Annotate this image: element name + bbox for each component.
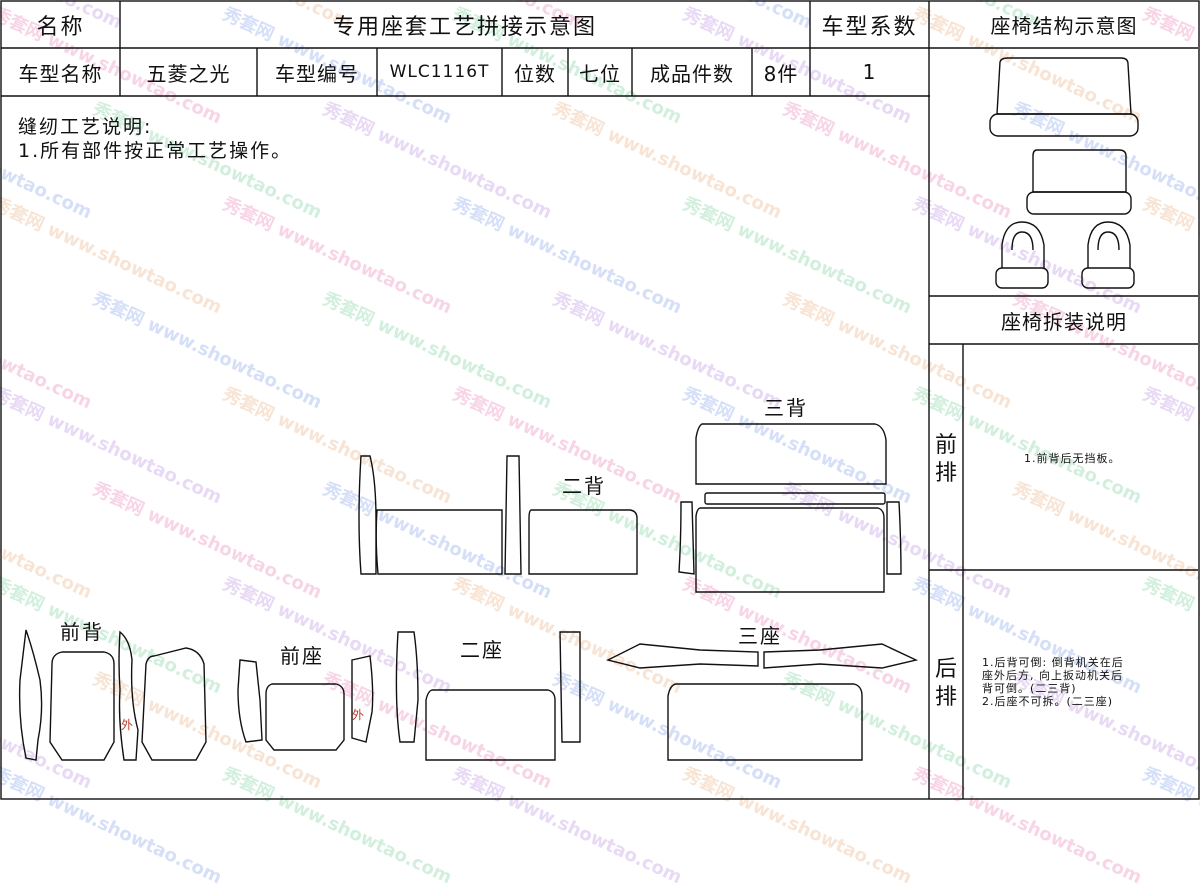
front-row-label: 前排 xyxy=(934,433,957,486)
outer-mark-front-seat: 外 xyxy=(352,708,365,722)
label-front-back: 前背 xyxy=(60,620,104,644)
label-front-seat: 前座 xyxy=(280,644,324,668)
label-third-back: 三背 xyxy=(764,396,808,420)
front-row-note: 1.前背后无挡板。 xyxy=(1024,452,1121,465)
outer-frame xyxy=(0,0,1200,800)
pieces-value: 8件 xyxy=(763,61,799,86)
rear-row-note: 1.后背可倒: 倒背机关在后 座外后方, 向上扳动机关后 背可倒。(二三背) 2… xyxy=(982,656,1124,708)
model-name-value: 五菱之光 xyxy=(146,61,231,86)
sewing-notes-title: 缝纫工艺说明: xyxy=(18,116,153,138)
layout-drawing xyxy=(0,0,1200,800)
seats-value: 七位 xyxy=(579,61,621,86)
model-code-value: WLC1116T xyxy=(389,62,490,82)
seats-label: 位数 xyxy=(514,61,556,86)
pattern-second-back xyxy=(358,455,638,575)
outer-mark-front-back: 外 xyxy=(121,718,134,732)
label-third-seat: 三座 xyxy=(738,624,782,648)
sewing-notes-line: 1.所有部件按正常工艺操作。 xyxy=(18,140,293,162)
pattern-second-seat xyxy=(395,631,581,761)
rear-row-label: 后排 xyxy=(934,657,957,710)
pieces-label: 成品件数 xyxy=(650,61,734,86)
coefficient-label: 车型系数 xyxy=(821,14,918,40)
pattern-third-seat xyxy=(605,643,919,761)
disassembly-title: 座椅拆装说明 xyxy=(1001,309,1127,334)
structure-label: 座椅结构示意图 xyxy=(990,14,1138,38)
name-label: 名称 xyxy=(36,14,85,40)
label-second-seat: 二座 xyxy=(460,638,504,662)
label-second-back: 二背 xyxy=(562,474,606,498)
pattern-third-back xyxy=(678,423,902,593)
pattern-front-seat xyxy=(237,655,374,751)
pattern-front-back xyxy=(18,629,207,761)
seat-structure-sketch xyxy=(989,57,1139,289)
coefficient-value: 1 xyxy=(862,60,877,84)
page-title: 专用座套工艺拼接示意图 xyxy=(332,14,597,40)
model-name-label: 车型名称 xyxy=(18,61,103,86)
model-code-label: 车型编号 xyxy=(275,61,359,86)
